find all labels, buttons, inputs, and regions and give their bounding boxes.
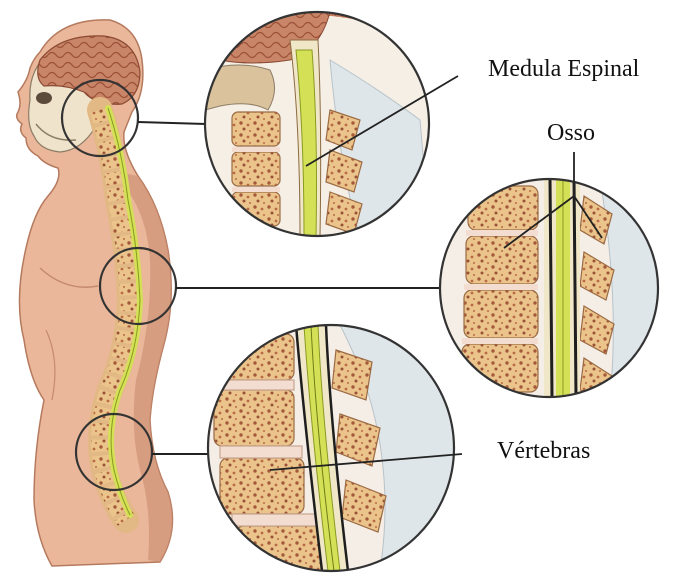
zoom-circle-thoracic [440,179,660,397]
connector-line-1 [138,122,206,124]
zoom-circle-cervical [205,12,430,237]
label-vertebrae: Vértebras [497,438,590,465]
label-bone: Osso [547,120,595,147]
zoom-circle-lumbar [208,325,454,574]
label-spinal-cord: Medula Espinal [488,56,639,83]
